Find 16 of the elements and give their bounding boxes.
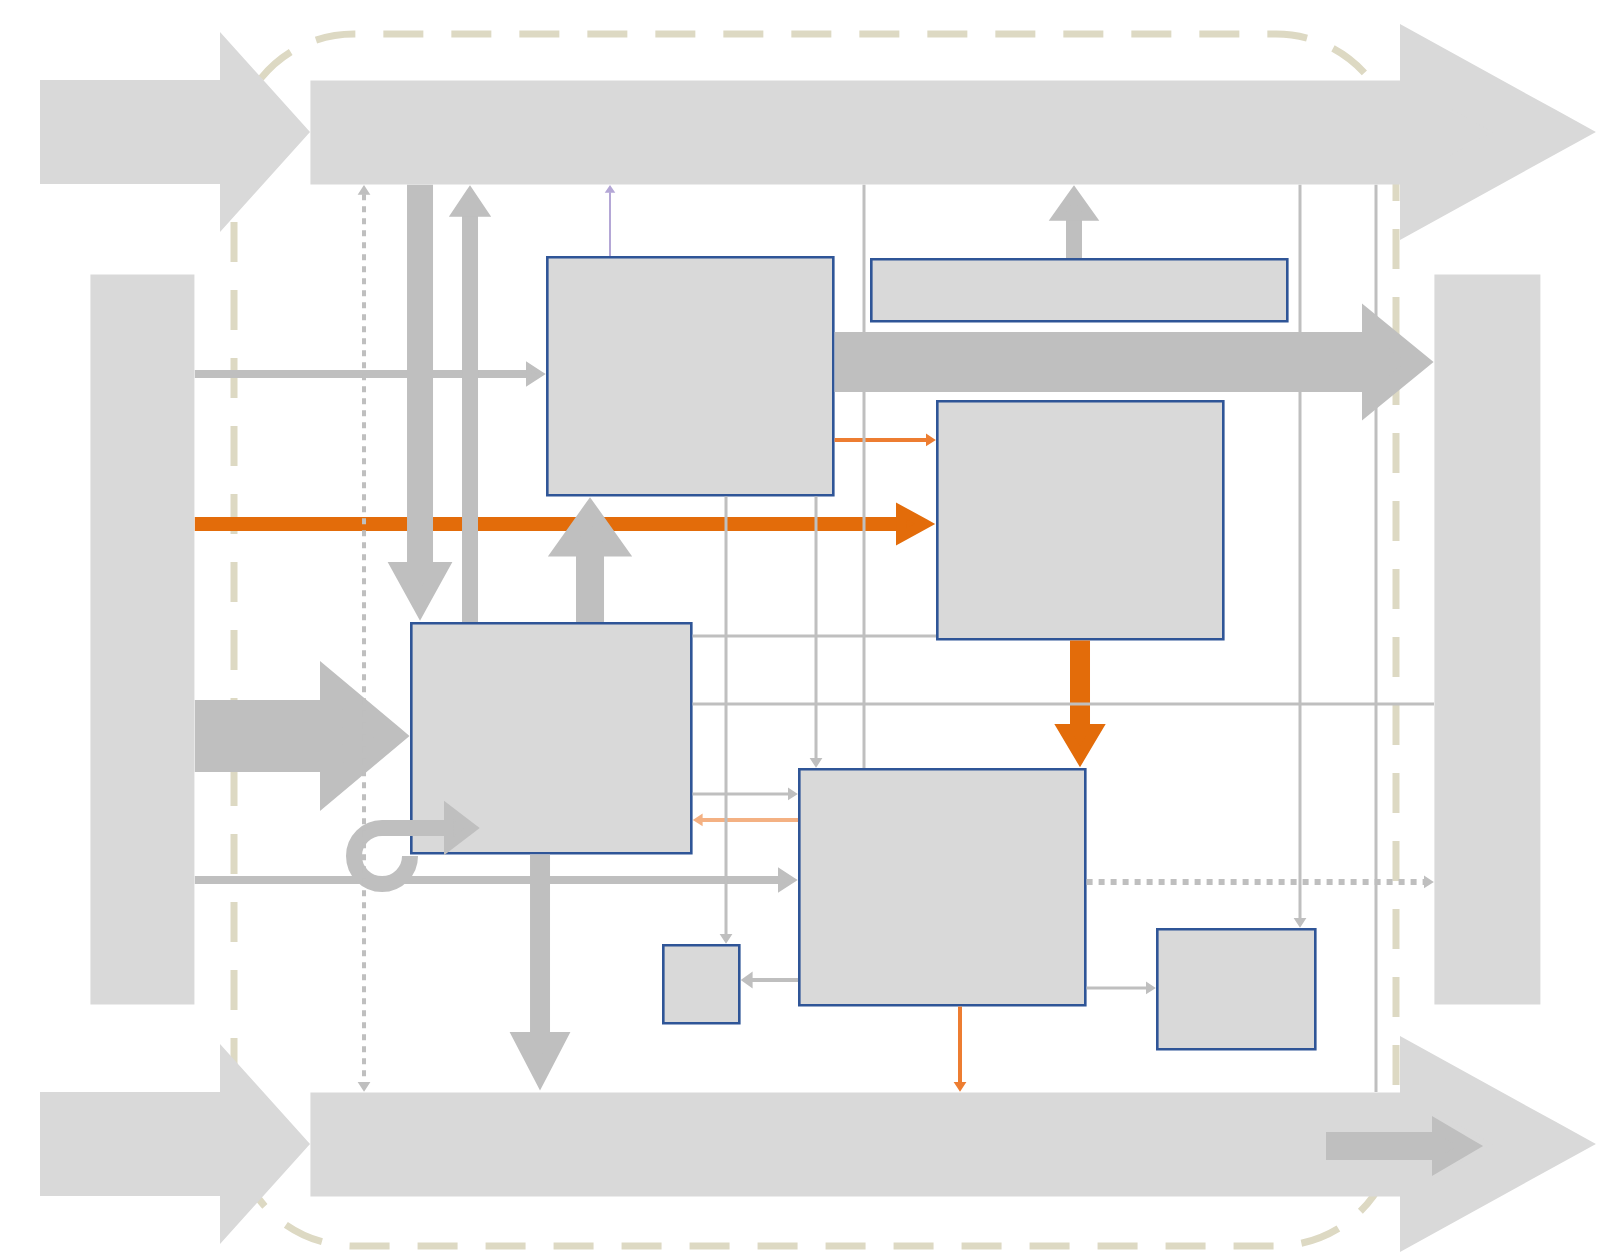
block-box	[662, 944, 741, 1025]
block-box	[410, 622, 693, 855]
block-box	[936, 400, 1225, 641]
block-box	[798, 768, 1087, 1007]
bar	[90, 274, 195, 1005]
block-box	[870, 258, 1289, 323]
connector-line	[862, 184, 866, 768]
connector-line	[1374, 184, 1378, 1092]
connector-line	[692, 634, 936, 638]
bar	[310, 1092, 1401, 1197]
connector-line	[692, 702, 1434, 706]
block-arrow	[40, 32, 310, 232]
block-box	[546, 256, 835, 497]
block-arrow	[40, 1044, 310, 1244]
block-box	[1156, 928, 1317, 1051]
bar	[1434, 274, 1541, 1005]
